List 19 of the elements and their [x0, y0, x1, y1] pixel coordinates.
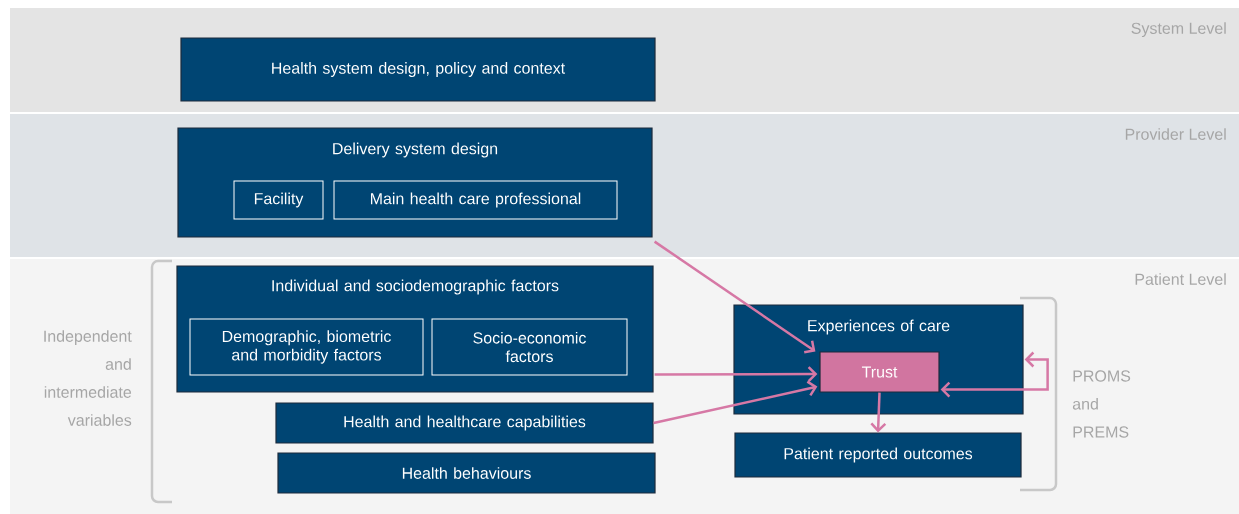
factor-box: Health system design, policy and context [180, 37, 656, 102]
arrow [870, 392, 887, 433]
level-label: Provider Level [1125, 128, 1226, 140]
arrow [653, 380, 818, 425]
level-label: Patient Level [1135, 273, 1226, 285]
factor-box: Health and healthcare capabilities [275, 402, 654, 444]
trust-box: Trust [819, 351, 940, 393]
level-label: System Level [1131, 22, 1226, 38]
arrow [940, 351, 1049, 398]
side-label: Independent and intermediate variables [44, 330, 132, 426]
factor-box: Socio-economic factors [431, 318, 628, 376]
factor-box: Facility [233, 180, 324, 220]
factor-box: Health behaviours [277, 452, 656, 494]
factor-box: Demographic, biometric and morbidity factors [189, 318, 424, 376]
side-label: PROMS and PREMS [1072, 370, 1131, 438]
arrow [653, 240, 816, 354]
factor-box: Patient reported outcomes [734, 432, 1022, 478]
arrow [654, 366, 818, 382]
factor-box: Main health care professional [333, 180, 618, 220]
